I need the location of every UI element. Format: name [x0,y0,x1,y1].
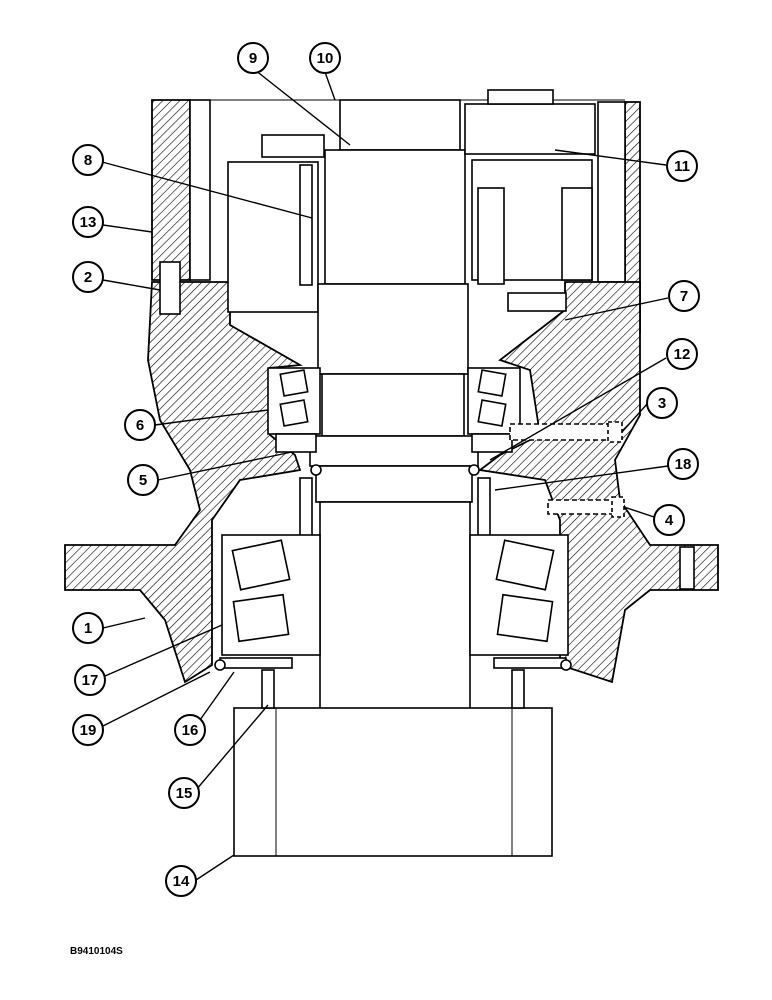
callout-16-label: 16 [182,722,199,739]
lower-housing [64,281,719,684]
callout-3-label: 3 [658,395,666,412]
callout-19: 19 [72,714,104,746]
callout-1-label: 1 [84,620,92,637]
callout-3: 3 [646,387,678,419]
part-2-block [159,261,181,315]
output-shaft [233,283,553,857]
callout-10: 10 [309,42,341,74]
callout-12: 12 [666,338,698,370]
callout-13: 13 [72,206,104,238]
callout-8: 8 [72,144,104,176]
callout-2-label: 2 [84,269,92,286]
callout-5-label: 5 [139,472,147,489]
callout-15-label: 15 [176,785,193,802]
callout-17-label: 17 [82,672,99,689]
callout-11-label: 11 [674,158,690,175]
callout-18: 18 [667,448,699,480]
callout-12-label: 12 [674,346,691,363]
callout-16: 16 [174,714,206,746]
callout-15: 15 [168,777,200,809]
callout-6-label: 6 [136,417,144,434]
callout-7-label: 7 [680,288,688,305]
planetary-carrier [227,89,596,313]
callout-11: 11 [666,150,698,182]
callout-14-label: 14 [173,873,190,890]
callout-9-label: 9 [249,50,257,67]
figure-reference-code: B9410104S [70,946,123,957]
bolts [509,421,625,518]
callout-7: 7 [668,280,700,312]
callout-13-label: 13 [80,214,97,231]
callout-9: 9 [237,42,269,74]
callout-5: 5 [127,464,159,496]
callout-2: 2 [72,261,104,293]
callout-4-label: 4 [665,512,674,529]
callout-18-label: 18 [675,456,692,473]
callout-6: 6 [124,409,156,441]
callout-14: 14 [165,865,197,897]
callout-10-label: 10 [317,50,334,67]
callout-19-label: 19 [80,722,97,739]
callout-8-label: 8 [84,152,92,169]
lower-bearing [214,534,572,709]
leader-lines [101,69,669,881]
callout-1: 1 [72,612,104,644]
callout-4: 4 [653,504,685,536]
upper-bearing [267,367,521,435]
seals [275,433,513,537]
callout-17: 17 [74,664,106,696]
